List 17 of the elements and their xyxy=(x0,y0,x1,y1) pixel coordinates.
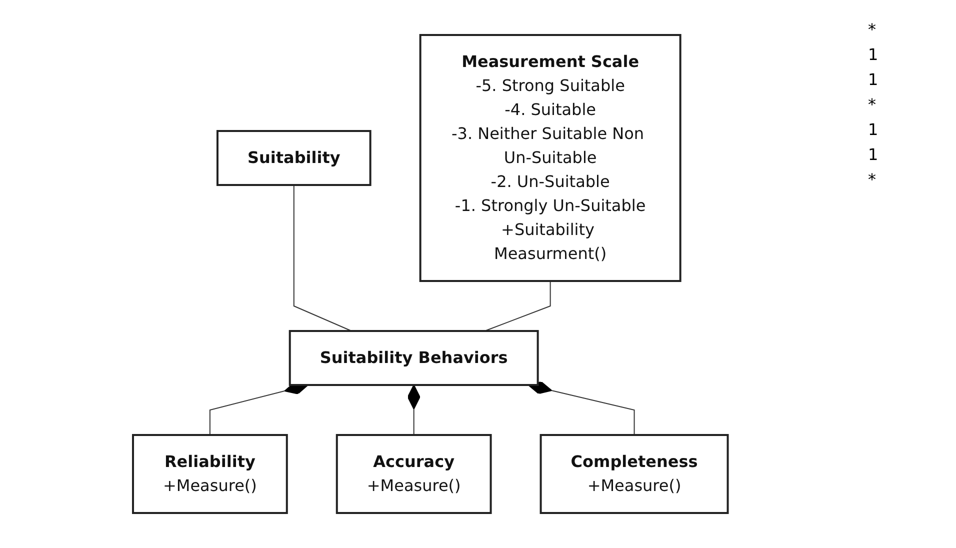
multiplicity-label: * xyxy=(868,20,877,39)
connector xyxy=(527,381,634,436)
multiplicity-label: * xyxy=(868,95,877,114)
multiplicity-label: 1 xyxy=(868,145,880,164)
node-box: Measurement Scale -5. Strong Suitable -4. Suitable -3. Neither Suitable Non Un-Suitable -2. Un-Suitable -1. Strongly Un-Suitable +Suitability Measurment() xyxy=(418,34,681,282)
connector xyxy=(484,280,550,332)
node-box: Accuracy +Measure() xyxy=(336,434,492,514)
node-box: Suitability Behaviors xyxy=(288,330,538,386)
node-box: Reliability +Measure() xyxy=(132,434,288,514)
multiplicity-label: 1 xyxy=(868,70,880,89)
multiplicity-label: 1 xyxy=(868,120,880,139)
multiplicity-label: * xyxy=(868,170,877,189)
node-box: Suitability xyxy=(216,130,371,186)
multiplicity-label: 1 xyxy=(868,45,880,64)
connector xyxy=(406,384,420,436)
connector xyxy=(293,184,352,332)
node-box: Completeness +Measure() xyxy=(539,434,728,514)
